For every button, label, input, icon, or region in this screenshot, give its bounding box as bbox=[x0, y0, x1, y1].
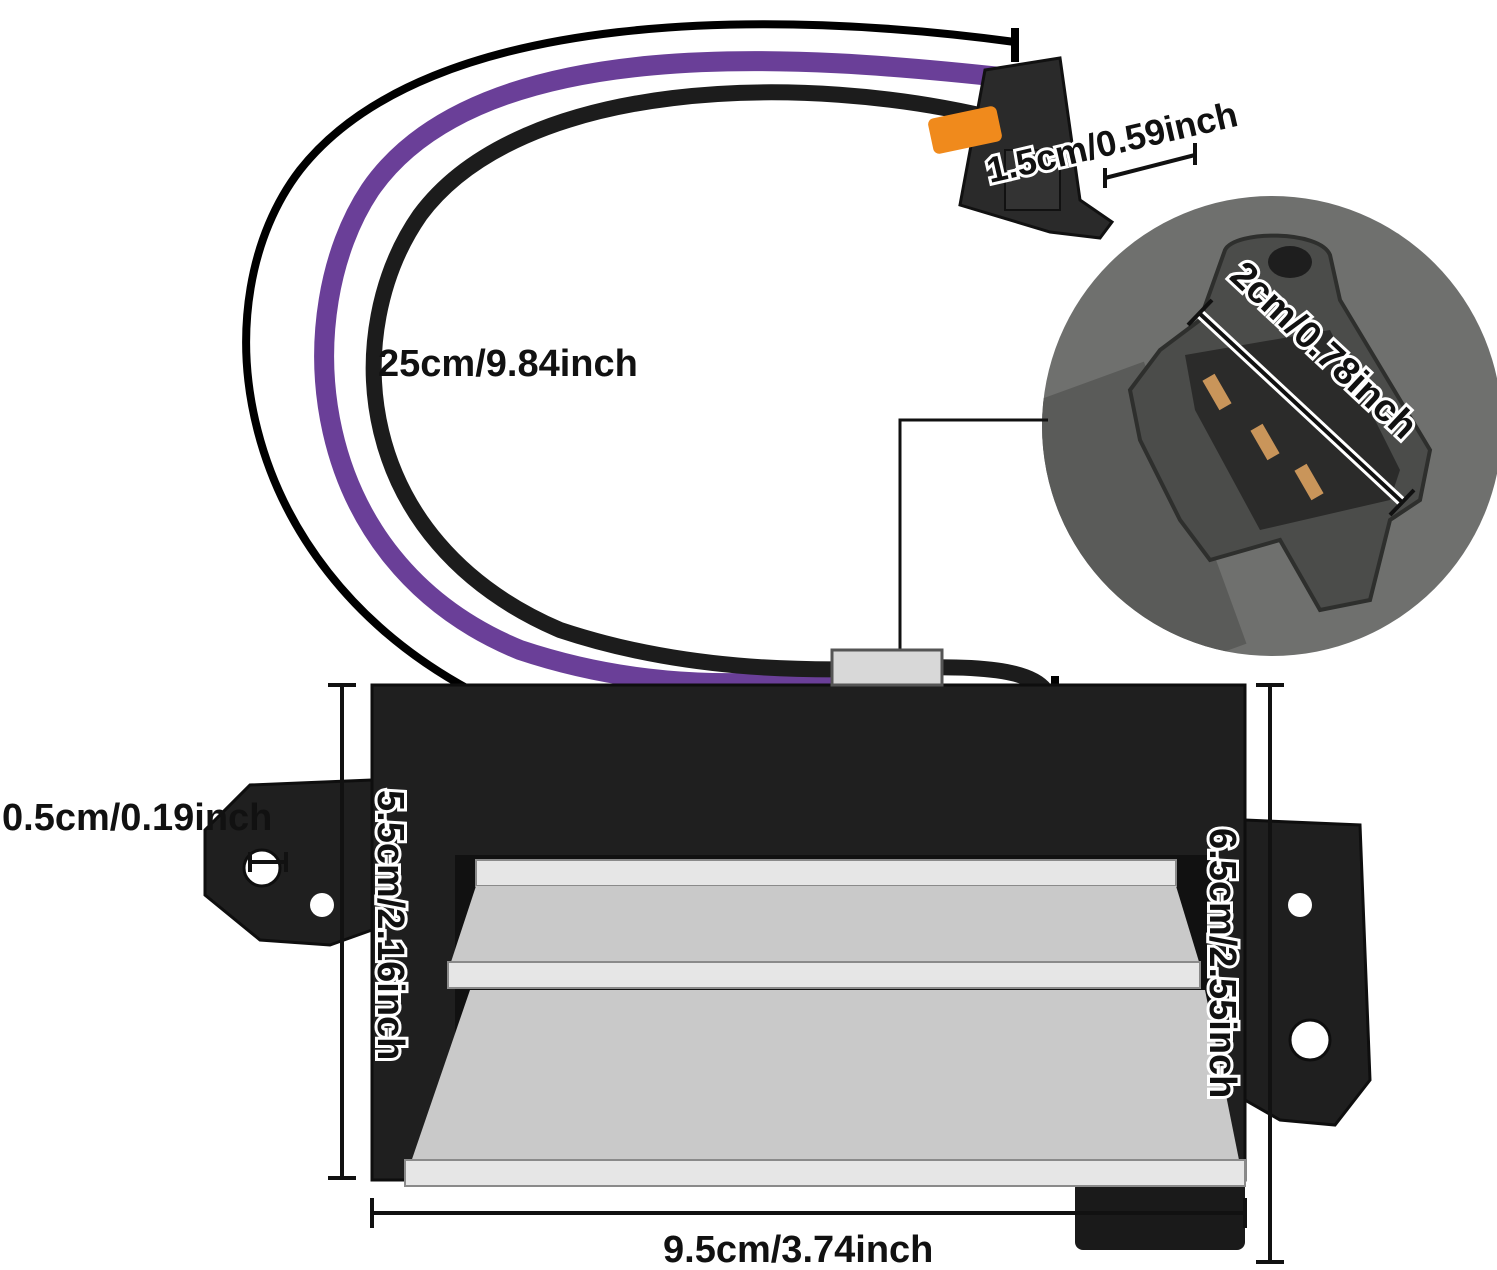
body-width-dimension: 9.5cm/3.74inch bbox=[370, 1198, 1247, 1270]
purple-wire bbox=[314, 51, 1020, 694]
socket-closeup: 2cm/0.78inch bbox=[1042, 196, 1497, 656]
socket-pin bbox=[1294, 463, 1324, 501]
black-wire bbox=[365, 84, 1053, 698]
connector-latch bbox=[928, 106, 1002, 154]
left-height-dimension: 5.5cm/2.16inch bbox=[328, 683, 414, 1180]
hole-diameter-label: 0.5cm/0.19inch bbox=[2, 797, 272, 839]
right-height-dimension: 6.5cm/2.55inch bbox=[1198, 683, 1284, 1264]
heat-fin bbox=[475, 859, 1177, 887]
right-height-label: 6.5cm/2.55inch bbox=[1201, 828, 1243, 1098]
closeup-leader-line bbox=[898, 418, 1048, 668]
socket-pin bbox=[1250, 423, 1280, 461]
resistor-body bbox=[203, 648, 1372, 1250]
right-mount-hole bbox=[1288, 1018, 1332, 1062]
hole-diameter-dimension: 0.5cm/0.19inch bbox=[2, 797, 288, 872]
socket-pin bbox=[1202, 373, 1232, 411]
heat-fin bbox=[447, 961, 1201, 989]
left-mount-hole bbox=[242, 848, 282, 888]
left-height-label: 5.5cm/2.16inch bbox=[369, 790, 411, 1060]
heat-fin bbox=[410, 990, 1240, 1165]
right-mount-tab bbox=[1243, 818, 1372, 1127]
wire-length-label: 25cm/9.84inch bbox=[378, 343, 638, 385]
body-width-label: 9.5cm/3.74inch bbox=[663, 1229, 933, 1270]
heat-fin bbox=[450, 886, 1200, 965]
wire-connector bbox=[928, 56, 1115, 240]
heat-fin bbox=[404, 1159, 1246, 1187]
